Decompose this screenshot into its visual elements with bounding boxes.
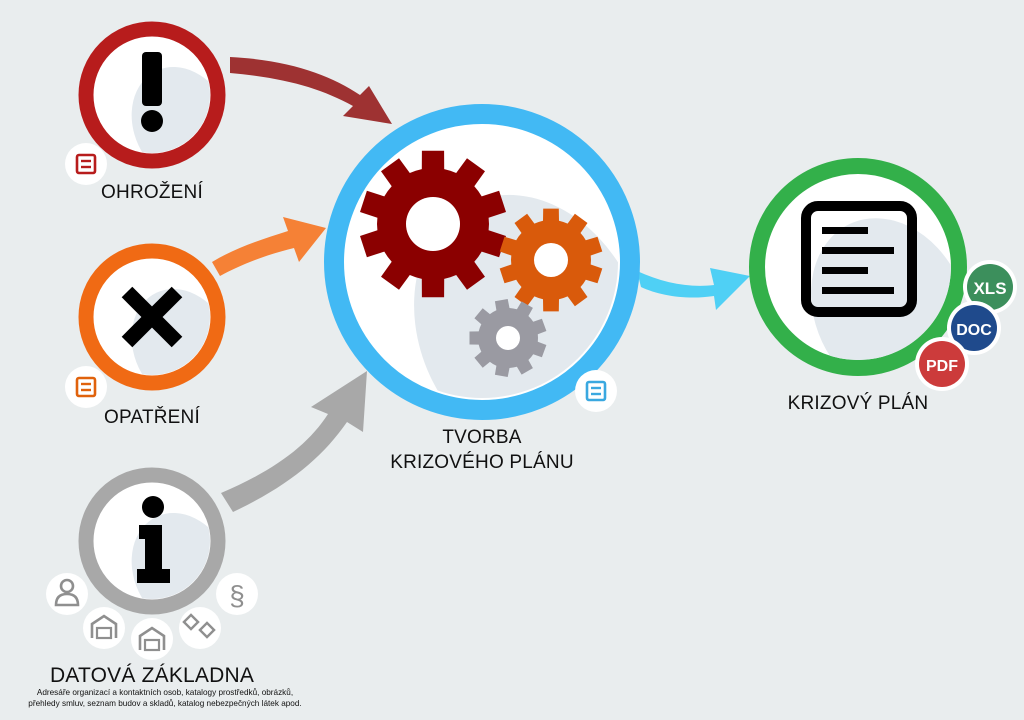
arrow-threats-to-creation xyxy=(230,57,392,124)
database-description-line1: Adresáře organizací a kontaktních osob, … xyxy=(36,688,294,697)
warehouses-button[interactable] xyxy=(131,618,173,660)
gear-small xyxy=(469,299,547,377)
node-plan: XLS DOC PDF xyxy=(749,158,1017,391)
gear-small-hole xyxy=(496,326,520,350)
doc-badge[interactable]: DOC xyxy=(947,301,1001,355)
garage-icon xyxy=(90,614,118,640)
arrow-database-to-creation xyxy=(221,371,367,512)
measures-label: OPATŘENÍ xyxy=(104,407,200,428)
creation-label-line2: KRIZOVÉHO PLÁNU xyxy=(390,452,574,473)
node-database: § xyxy=(46,467,258,660)
pdf-label: PDF xyxy=(926,358,958,375)
person-icon xyxy=(54,578,80,607)
gear-medium xyxy=(499,208,603,312)
database-description-line2: přehledy smluv, seznam budov a skladů, k… xyxy=(28,699,302,708)
measures-document-badge[interactable] xyxy=(65,366,107,408)
arrow-creation-to-plan xyxy=(637,268,750,310)
contacts-button[interactable] xyxy=(46,573,88,615)
contracts-button[interactable]: § xyxy=(216,573,258,615)
creation-document-badge[interactable] xyxy=(575,370,617,412)
document-list-icon xyxy=(75,376,97,398)
database-label: DATOVÁ ZÁKLADNA xyxy=(49,664,255,687)
info-icon xyxy=(137,496,170,583)
plan-label: KRIZOVÝ PLÁN xyxy=(787,393,929,414)
buildings-button[interactable] xyxy=(83,607,125,649)
creation-label: TVORBA KRIZOVÉHO PLÁNU xyxy=(382,425,582,475)
document-list-icon xyxy=(585,380,607,402)
xls-label: XLS xyxy=(973,279,1006,298)
threats-document-badge[interactable] xyxy=(65,143,107,185)
node-measures xyxy=(65,243,226,408)
warehouse-icon xyxy=(138,626,166,652)
arrow-measures-to-creation xyxy=(212,217,326,276)
hazardous-substances-button[interactable] xyxy=(179,607,221,649)
creation-label-line1: TVORBA xyxy=(442,427,522,448)
paragraph-icon: § xyxy=(229,580,245,611)
gear-medium-hole xyxy=(534,243,568,277)
pdf-badge[interactable]: PDF xyxy=(915,337,969,391)
gear-large-hole xyxy=(406,197,460,251)
diamonds-icon xyxy=(182,613,216,639)
node-threats xyxy=(65,21,226,185)
exclamation-icon xyxy=(141,52,163,132)
doc-label: DOC xyxy=(956,322,992,339)
gear-large xyxy=(360,150,506,298)
document-list-icon xyxy=(75,153,97,175)
close-x-icon xyxy=(121,286,183,348)
database-description: Adresáře organizací a kontaktních osob, … xyxy=(6,687,324,709)
xls-badge[interactable]: XLS xyxy=(963,260,1017,314)
threats-label: OHROŽENÍ xyxy=(101,182,203,203)
gears-icon xyxy=(360,150,603,377)
node-creation xyxy=(324,104,640,420)
document-lines-icon xyxy=(801,201,917,317)
